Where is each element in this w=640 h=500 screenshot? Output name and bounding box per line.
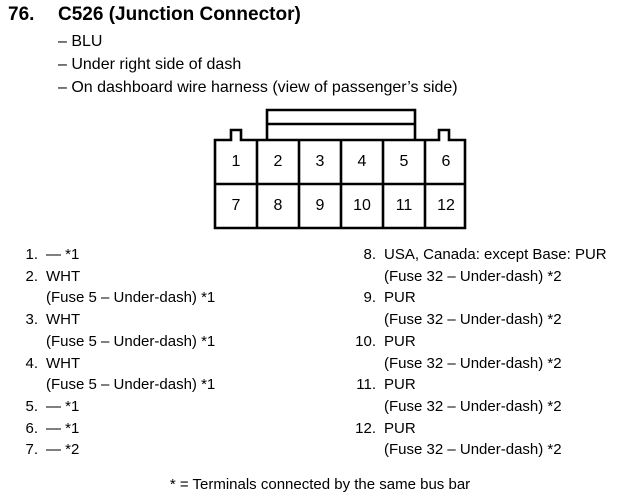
pin-5: 5 <box>399 153 409 170</box>
terminal-10-circuit: (Fuse 32 – Under-dash) *2 <box>346 353 607 375</box>
connector-details: – BLU – Under right side of dash – On da… <box>58 30 458 99</box>
pin-8: 8 <box>273 197 283 214</box>
terminal-number: 6. <box>25 419 38 437</box>
terminal-circuit: (Fuse 5 – Under-dash) *1 <box>46 289 216 307</box>
pin-3: 3 <box>315 153 325 170</box>
footnote: * = Terminals connected by the same bus … <box>169 476 471 493</box>
terminal-number: 8. <box>363 246 376 263</box>
terminal-wire: WHT <box>46 311 81 329</box>
terminal-list-left: 1. — *1 2. WHT (Fuse 5 – Under-dash) *1 … <box>8 244 215 461</box>
terminal-circuit: (Fuse 32 – Under-dash) *2 <box>384 397 562 415</box>
detail-color: – BLU <box>58 33 103 50</box>
terminal-circuit: (Fuse 32 – Under-dash) *2 <box>384 311 562 329</box>
pin-9: 9 <box>315 197 325 214</box>
terminal-4: 4. WHT <box>8 353 215 375</box>
terminal-wire: — *1 <box>46 246 80 263</box>
pin-11: 11 <box>395 197 413 214</box>
terminal-number: 4. <box>25 354 38 372</box>
terminal-number: 2. <box>25 267 38 285</box>
terminal-number: 1. <box>25 246 38 263</box>
terminal-12-circuit: (Fuse 32 – Under-dash) *2 <box>346 439 607 461</box>
terminal-number: 9. <box>363 289 376 307</box>
detail-location: – Under right side of dash <box>58 56 242 73</box>
pin-10: 10 <box>353 197 371 214</box>
pin-2: 2 <box>273 153 283 170</box>
pin-6: 6 <box>441 153 451 170</box>
pin-1: 1 <box>231 153 241 170</box>
terminal-circuit: (Fuse 32 – Under-dash) *2 <box>384 354 562 372</box>
terminal-circuit: (Fuse 5 – Under-dash) *1 <box>46 332 216 350</box>
terminal-12: 12. PUR <box>346 418 607 440</box>
terminal-wire: — *2 <box>46 441 80 459</box>
terminal-wire: — *1 <box>46 419 80 437</box>
connector-outline <box>213 108 467 230</box>
terminal-5: 5. — *1 <box>8 396 215 418</box>
terminal-circuit: (Fuse 32 – Under-dash) *2 <box>384 267 562 285</box>
terminal-wire: PUR <box>384 419 416 437</box>
terminal-number: 10. <box>355 332 376 350</box>
terminal-2-circuit: (Fuse 5 – Under-dash) *1 <box>8 287 215 309</box>
pin-7: 7 <box>231 197 241 214</box>
terminal-2: 2. WHT <box>8 266 215 288</box>
section-number: 76. <box>8 4 35 25</box>
terminal-wire: PUR <box>384 376 416 394</box>
terminal-list-right: 8. USA, Canada: except Base: PUR (Fuse 3… <box>346 244 607 461</box>
terminal-wire: WHT <box>46 267 81 285</box>
terminal-11: 11. PUR <box>346 374 607 396</box>
terminal-11-circuit: (Fuse 32 – Under-dash) *2 <box>346 396 607 418</box>
connector-diagram: 1 2 3 4 5 6 7 8 9 10 11 12 <box>213 108 467 232</box>
terminal-circuit: (Fuse 5 – Under-dash) *1 <box>46 376 216 394</box>
terminal-number: 3. <box>25 311 38 329</box>
pin-12: 12 <box>437 197 455 214</box>
detail-harness: – On dashboard wire harness (view of pas… <box>58 79 458 96</box>
terminal-8: 8. USA, Canada: except Base: PUR <box>346 244 607 266</box>
terminal-wire: PUR <box>384 289 416 307</box>
terminal-9: 9. PUR <box>346 287 607 309</box>
terminal-6: 6. — *1 <box>8 418 215 440</box>
terminal-number: 11. <box>356 376 376 394</box>
terminal-4-circuit: (Fuse 5 – Under-dash) *1 <box>8 374 215 396</box>
terminal-number: 12. <box>355 419 376 437</box>
terminal-8-circuit: (Fuse 32 – Under-dash) *2 <box>346 266 607 288</box>
terminal-9-circuit: (Fuse 32 – Under-dash) *2 <box>346 309 607 331</box>
terminal-3-circuit: (Fuse 5 – Under-dash) *1 <box>8 331 215 353</box>
terminal-3: 3. WHT <box>8 309 215 331</box>
terminal-number: 5. <box>25 397 38 415</box>
terminal-10: 10. PUR <box>346 331 607 353</box>
terminal-wire: PUR <box>384 332 416 350</box>
connector-title: C526 (Junction Connector) <box>58 4 301 25</box>
terminal-circuit: (Fuse 32 – Under-dash) *2 <box>384 441 562 459</box>
terminal-1: 1. — *1 <box>8 244 215 266</box>
terminal-wire: USA, Canada: except Base: PUR <box>384 246 607 263</box>
terminal-number: 7. <box>25 441 38 459</box>
terminal-7: 7. — *2 <box>8 439 215 461</box>
terminal-wire: WHT <box>46 354 81 372</box>
terminal-wire: — *1 <box>46 397 80 415</box>
pin-4: 4 <box>357 153 367 170</box>
